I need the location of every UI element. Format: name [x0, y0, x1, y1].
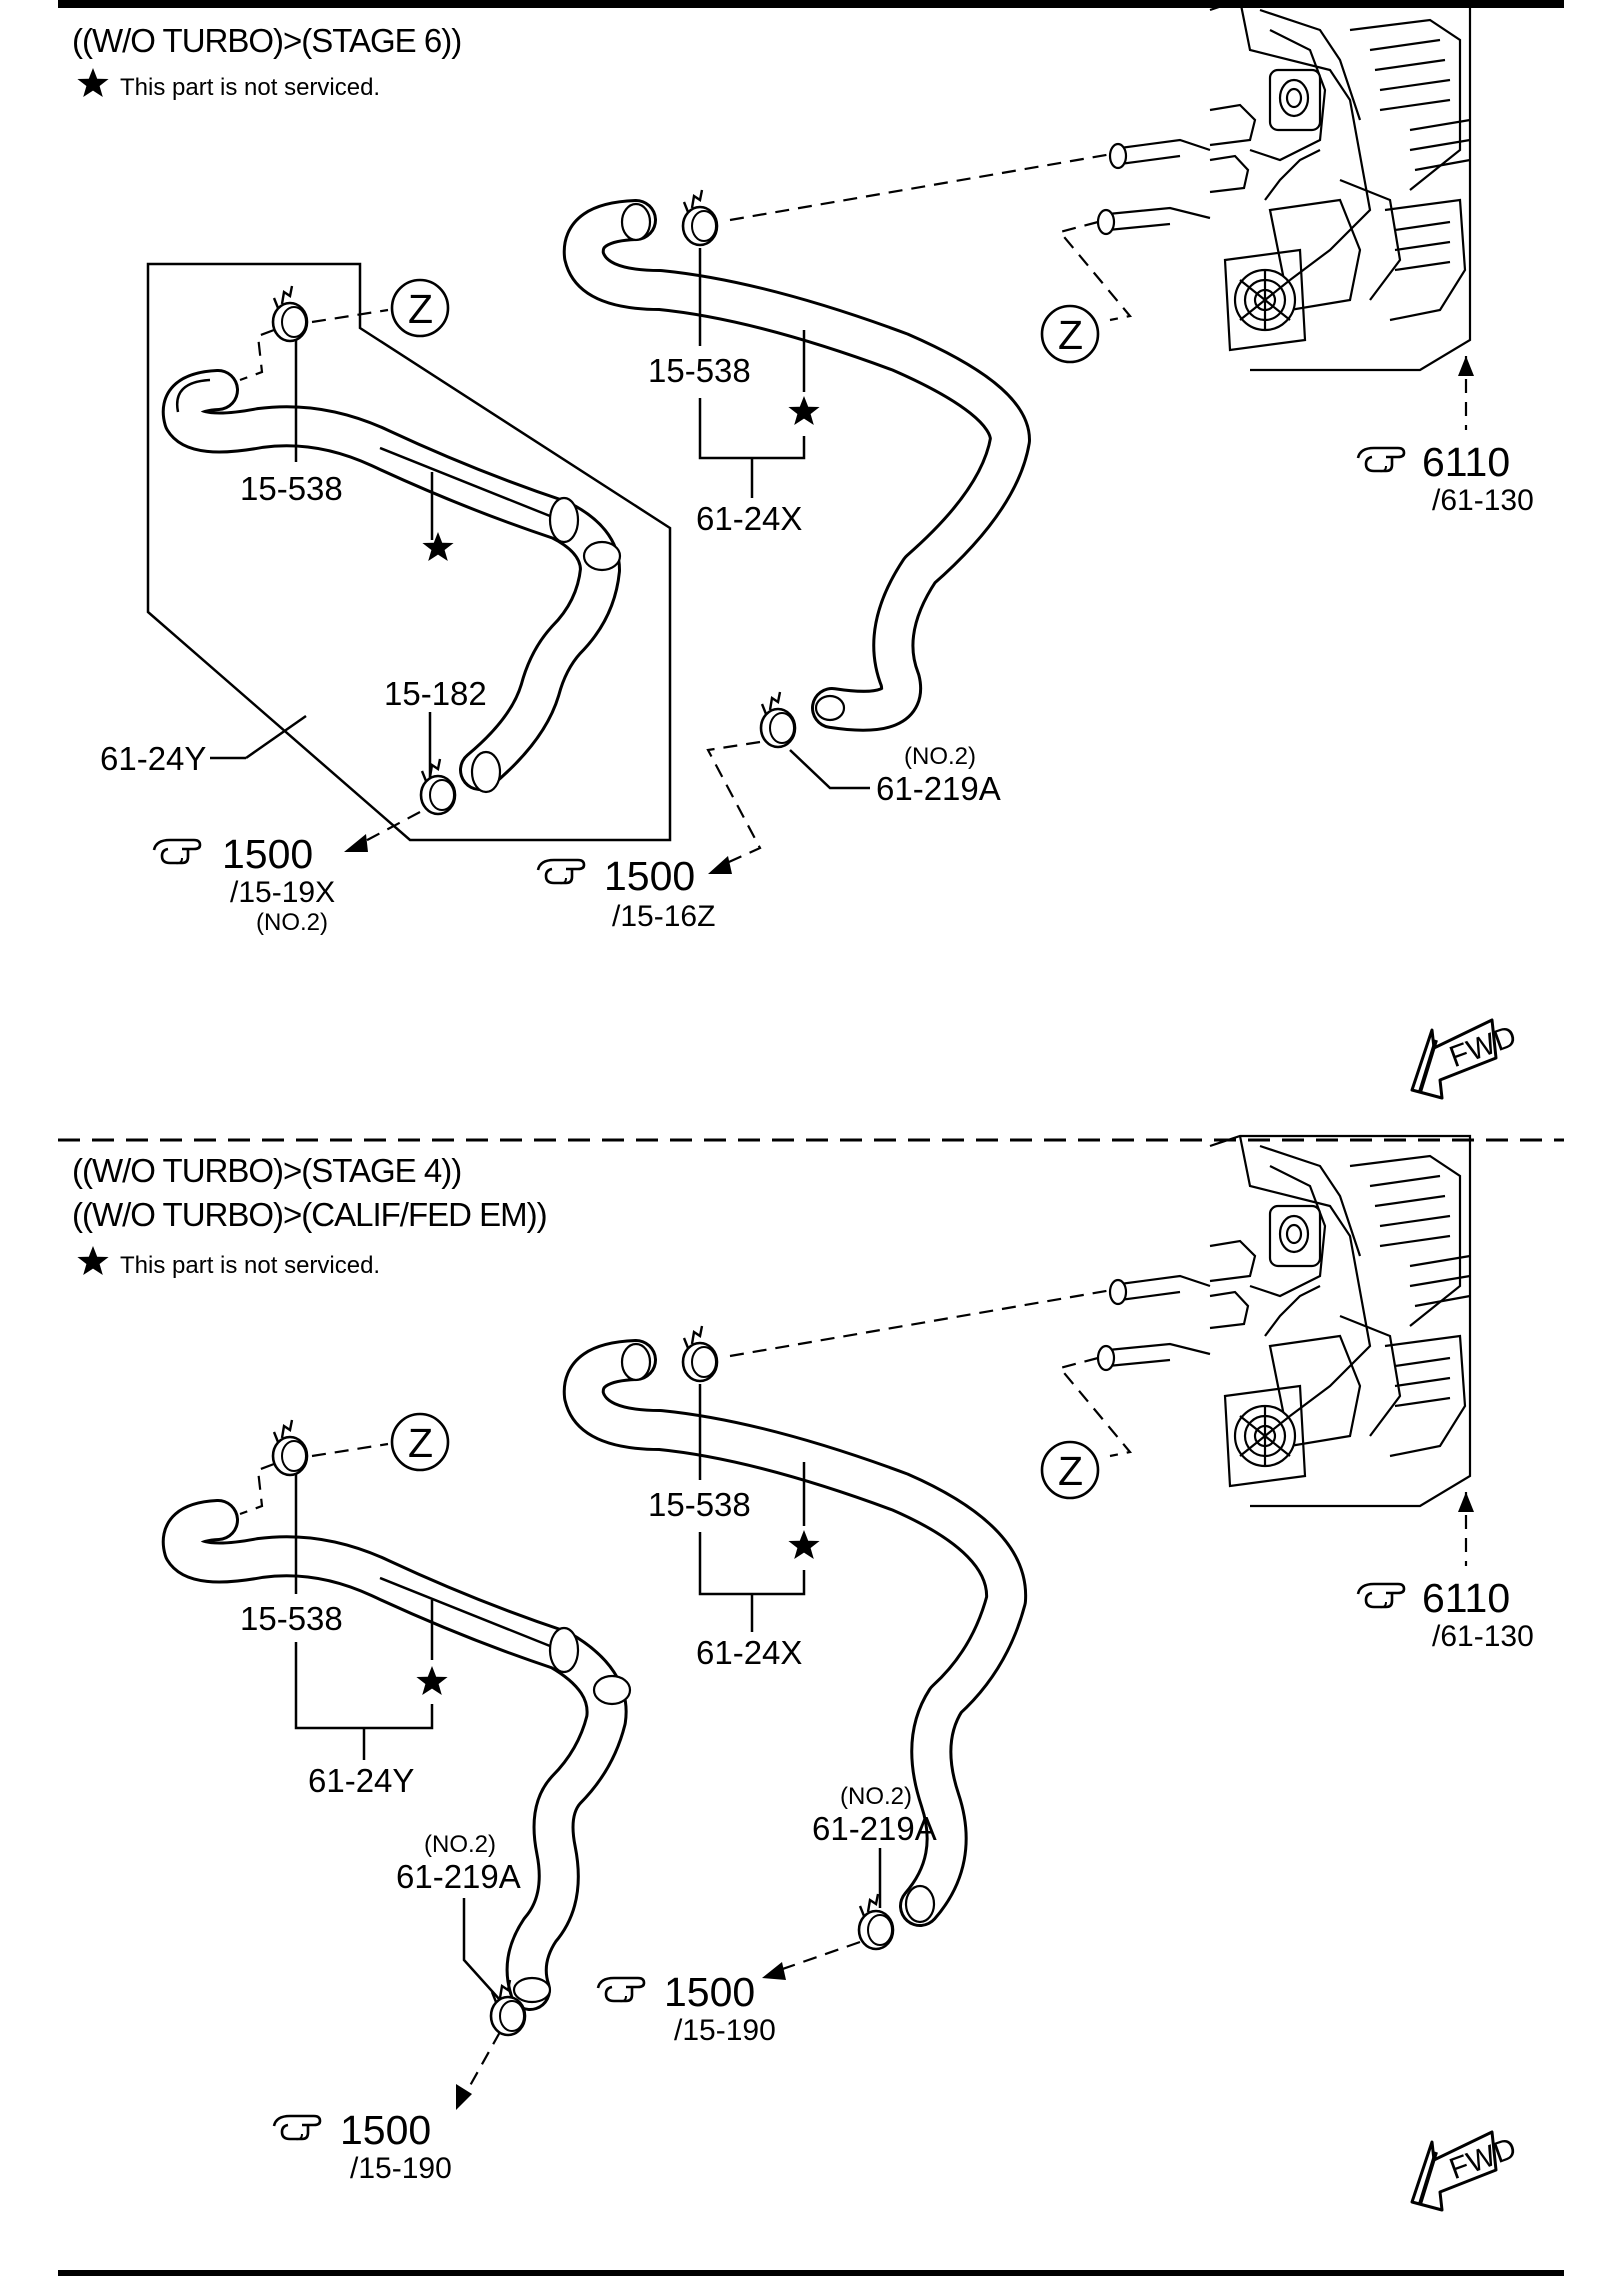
ref-arrow: [355, 811, 421, 847]
part-note: (NO.2): [840, 1783, 912, 1810]
z-callout-circle: [1040, 1440, 1100, 1500]
z-callout-label: Z: [408, 1420, 433, 1466]
ref-subfigure: /15-190: [674, 2014, 776, 2047]
z-callout-circle: [1040, 304, 1100, 364]
clamp-icon: [681, 1324, 719, 1383]
hose-61-24y: [161, 1499, 632, 2011]
ref-arrow: [706, 740, 762, 868]
heater-pipes: [1096, 138, 1211, 236]
top-border: [58, 0, 1564, 8]
star-icon: [422, 532, 454, 561]
clamp-icon: [271, 284, 309, 343]
leader-line: [294, 1642, 434, 1730]
pointer-icon: [536, 858, 586, 885]
arrowhead: [1458, 1492, 1474, 1512]
part-label-61-24x: 61-24X: [696, 1634, 802, 1671]
ref-arrow: [773, 1940, 861, 1974]
pointer-icon: [1356, 446, 1406, 473]
ref-figure: 6110: [1422, 1575, 1510, 1621]
part-label-15-538: 15-538: [240, 1600, 343, 1637]
part-label-61-219a: 61-219A: [812, 1810, 937, 1847]
ref-subfigure: /15-16Z: [612, 900, 715, 933]
fwd-arrow-icon: FWD: [1410, 1018, 1521, 1100]
ref-subfigure: /61-130: [1432, 1620, 1534, 1653]
hose-61-24x: [562, 1339, 1028, 1927]
pointer-icon: [272, 2114, 322, 2141]
clamp-icon: [681, 188, 719, 247]
part-label-15-182: 15-182: [384, 675, 487, 712]
connection-dash: [729, 152, 1113, 222]
ref-figure: 1500: [340, 2107, 431, 2153]
heater-unit-drawing: [1208, 0, 1472, 372]
bottom-border: [58, 2270, 1564, 2276]
ref-subfigure: /15-19X: [230, 876, 335, 909]
section-header: ((W/O TURBO)>(STAGE 6)): [72, 22, 461, 59]
z-callout-label: Z: [1058, 312, 1083, 358]
part-label-61-24y: 61-24Y: [100, 740, 206, 777]
section-header: ((W/O TURBO)>(STAGE 4)): [72, 1152, 461, 1189]
ref-figure: 1500: [664, 1969, 755, 2015]
part-label-61-219a: 61-219A: [396, 1858, 521, 1895]
part-note: (NO.2): [904, 743, 976, 770]
ref-arrow: [461, 2031, 501, 2101]
hose-61-24y: [161, 369, 622, 794]
z-leader: [239, 1462, 275, 1516]
fwd-arrow-icon: FWD: [1410, 2130, 1521, 2212]
pointer-icon: [1356, 1582, 1406, 1609]
star-icon: [416, 1666, 448, 1695]
z-callout-label: Z: [1058, 1448, 1083, 1494]
leader-line: [698, 1532, 806, 1596]
heater-pipes: [1096, 1274, 1211, 1372]
star-icon: [788, 1530, 820, 1559]
arrowhead: [456, 2084, 472, 2110]
group-outline: [146, 262, 672, 842]
clamp-icon: [271, 1418, 309, 1477]
section-upper: ((W/O TURBO)>(STAGE 6)) This part is not…: [72, 0, 1534, 1100]
star-icon: [77, 1246, 109, 1275]
leader-line: [789, 749, 870, 790]
ref-note: (NO.2): [256, 909, 328, 936]
star-icon: [788, 396, 820, 425]
pointer-icon: [152, 838, 202, 865]
section-lower: ((W/O TURBO)>(STAGE 4)) ((W/O TURBO)>(CA…: [72, 1134, 1534, 2212]
clamp-icon: [419, 757, 457, 816]
hose-61-24x: [562, 199, 1031, 732]
section-header: ((W/O TURBO)>(CALIF/FED EM)): [72, 1196, 547, 1233]
ref-subfigure: /15-190: [350, 2152, 452, 2185]
z-callout-circle: [390, 1412, 450, 1472]
z-callout-label: Z: [408, 286, 433, 332]
heater-unit-drawing: [1208, 1134, 1472, 1508]
note-text: This part is not serviced.: [120, 1252, 380, 1279]
pointer-icon: [596, 1976, 646, 2003]
ref-figure: 6110: [1422, 439, 1510, 485]
part-label-15-538: 15-538: [648, 352, 751, 389]
z-leader: [311, 1442, 389, 1458]
clamp-icon: [857, 1892, 895, 1951]
z-callout-circle: [390, 278, 450, 338]
ref-figure: 1500: [604, 853, 695, 899]
z-leader: [311, 308, 389, 324]
arrowhead: [708, 856, 732, 874]
part-note: (NO.2): [424, 1831, 496, 1858]
part-label-61-219a: 61-219A: [876, 770, 1001, 807]
connection-dash: [729, 1288, 1113, 1358]
z-leader: [239, 328, 275, 382]
leader-line: [462, 1898, 501, 2001]
arrowhead: [762, 1962, 786, 1980]
ref-figure: 1500: [222, 831, 313, 877]
z-leader: [1058, 1356, 1133, 1458]
clamp-icon: [759, 690, 797, 749]
star-icon: [77, 68, 109, 97]
note-text: This part is not serviced.: [120, 74, 380, 101]
part-label-61-24x: 61-24X: [696, 500, 802, 537]
leader-line: [245, 714, 307, 760]
part-label-15-538: 15-538: [648, 1486, 751, 1523]
part-label-15-538: 15-538: [240, 470, 343, 507]
ref-subfigure: /61-130: [1432, 484, 1534, 517]
arrowhead: [1458, 356, 1474, 376]
part-label-61-24y: 61-24Y: [308, 1762, 414, 1799]
z-leader: [1058, 220, 1133, 322]
arrowhead: [344, 834, 368, 852]
